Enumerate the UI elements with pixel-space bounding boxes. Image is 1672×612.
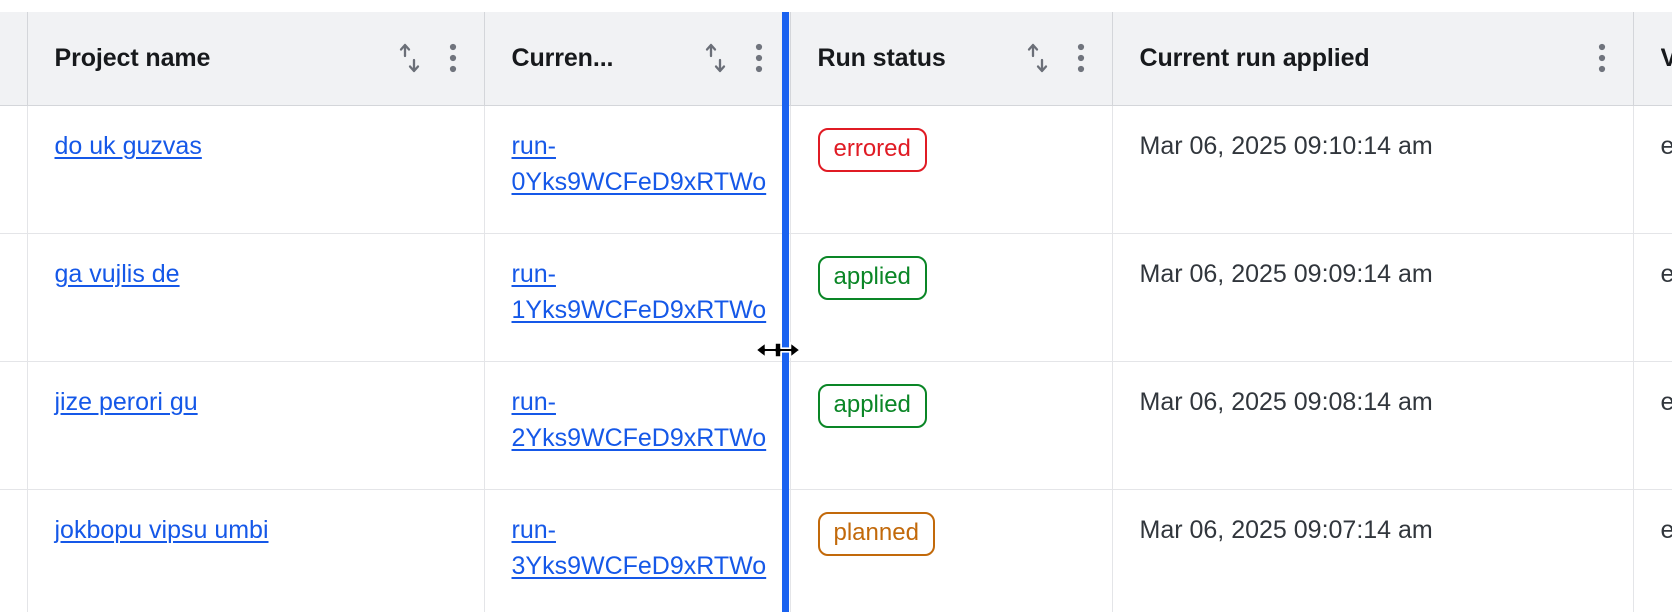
project-name-link[interactable]: jize perori gu: [54, 387, 198, 416]
column-header-next-truncated[interactable]: V: [1633, 12, 1672, 106]
table-row: do uk guzvas run-0Yks9WCFeD9xRTWo errore…: [0, 105, 1672, 234]
status-badge: applied: [817, 383, 927, 428]
kebab-menu-icon[interactable]: [1579, 36, 1625, 80]
applied-timestamp: Mar 06, 2025 09:09:14 am: [1139, 259, 1433, 288]
column-header-label-project-name: Project name: [54, 43, 211, 72]
table-body: do uk guzvas run-0Yks9WCFeD9xRTWo errore…: [0, 105, 1672, 612]
kebab-menu-icon[interactable]: [1058, 36, 1104, 80]
projects-table: Project name: [0, 12, 1672, 612]
cell-run-status: applied: [790, 233, 1113, 362]
table-row: jokbopu vipsu umbi run-3Yks9WCFeD9xRTWo …: [0, 489, 1672, 612]
cell-run-status: errored: [790, 105, 1113, 234]
kebab-menu-icon[interactable]: [736, 36, 782, 80]
column-header-gutter: [0, 12, 28, 106]
sort-updown-icon[interactable]: [390, 36, 430, 80]
column-header-run-status[interactable]: Run status: [790, 12, 1113, 106]
cell-current-run-applied: Mar 06, 2025 09:09:14 am: [1112, 233, 1634, 362]
table-header: Project name: [0, 12, 1672, 106]
column-header-project-name[interactable]: Project name: [27, 12, 485, 106]
sort-updown-icon[interactable]: [696, 36, 736, 80]
column-header-label-next: V: [1661, 44, 1672, 73]
next-cell-text: e: [1661, 260, 1672, 288]
project-name-link[interactable]: do uk guzvas: [54, 131, 202, 160]
status-badge: applied: [817, 255, 927, 300]
project-name-link[interactable]: ga vujlis de: [54, 259, 180, 288]
column-resize-indicator[interactable]: [782, 12, 789, 612]
cell-next-truncated: e: [1633, 233, 1672, 362]
row-gutter: [0, 233, 28, 362]
cell-project-name: jize perori gu: [27, 361, 485, 490]
cell-project-name: ga vujlis de: [27, 233, 485, 362]
cell-current-run-applied: Mar 06, 2025 09:07:14 am: [1112, 489, 1634, 612]
cell-project-name: jokbopu vipsu umbi: [27, 489, 485, 612]
cell-current-run: run-0Yks9WCFeD9xRTWo: [484, 105, 791, 234]
row-gutter: [0, 489, 28, 612]
cell-run-status: applied: [790, 361, 1113, 490]
column-header-current-run-applied[interactable]: Current run applied: [1112, 12, 1634, 106]
cell-next-truncated: e: [1633, 361, 1672, 490]
cell-current-run-applied: Mar 06, 2025 09:10:14 am: [1112, 105, 1634, 234]
status-badge: errored: [817, 127, 927, 172]
table-row: jize perori gu run-2Yks9WCFeD9xRTWo appl…: [0, 361, 1672, 490]
next-cell-text: e: [1661, 516, 1672, 544]
status-badge: planned: [817, 511, 935, 556]
column-header-current-run[interactable]: Curren...: [484, 12, 791, 106]
cell-current-run-applied: Mar 06, 2025 09:08:14 am: [1112, 361, 1634, 490]
cell-project-name: do uk guzvas: [27, 105, 485, 234]
applied-timestamp: Mar 06, 2025 09:08:14 am: [1139, 387, 1433, 416]
cell-current-run: run-2Yks9WCFeD9xRTWo: [484, 361, 791, 490]
cell-current-run: run-1Yks9WCFeD9xRTWo: [484, 233, 791, 362]
applied-timestamp: Mar 06, 2025 09:10:14 am: [1139, 131, 1433, 160]
row-gutter: [0, 105, 28, 234]
project-name-link[interactable]: jokbopu vipsu umbi: [54, 515, 269, 544]
applied-timestamp: Mar 06, 2025 09:07:14 am: [1139, 515, 1433, 544]
row-gutter: [0, 361, 28, 490]
next-cell-text: e: [1661, 388, 1672, 416]
header-row: Project name: [0, 12, 1672, 106]
cell-current-run: run-3Yks9WCFeD9xRTWo: [484, 489, 791, 612]
next-cell-text: e: [1661, 132, 1672, 160]
kebab-menu-icon[interactable]: [430, 36, 476, 80]
current-run-link[interactable]: run-0Yks9WCFeD9xRTWo: [511, 131, 767, 197]
cell-run-status: planned: [790, 489, 1113, 612]
column-header-label-current-run: Curren...: [511, 43, 614, 72]
table-row: ga vujlis de run-1Yks9WCFeD9xRTWo applie…: [0, 233, 1672, 362]
column-header-label-run-status: Run status: [817, 43, 946, 72]
current-run-link[interactable]: run-2Yks9WCFeD9xRTWo: [511, 387, 767, 453]
cell-next-truncated: e: [1633, 105, 1672, 234]
column-header-label-current-run-applied: Current run applied: [1139, 43, 1370, 72]
current-run-link[interactable]: run-3Yks9WCFeD9xRTWo: [511, 515, 767, 581]
sort-updown-icon[interactable]: [1018, 36, 1058, 80]
cell-next-truncated: e: [1633, 489, 1672, 612]
current-run-link[interactable]: run-1Yks9WCFeD9xRTWo: [511, 259, 767, 325]
